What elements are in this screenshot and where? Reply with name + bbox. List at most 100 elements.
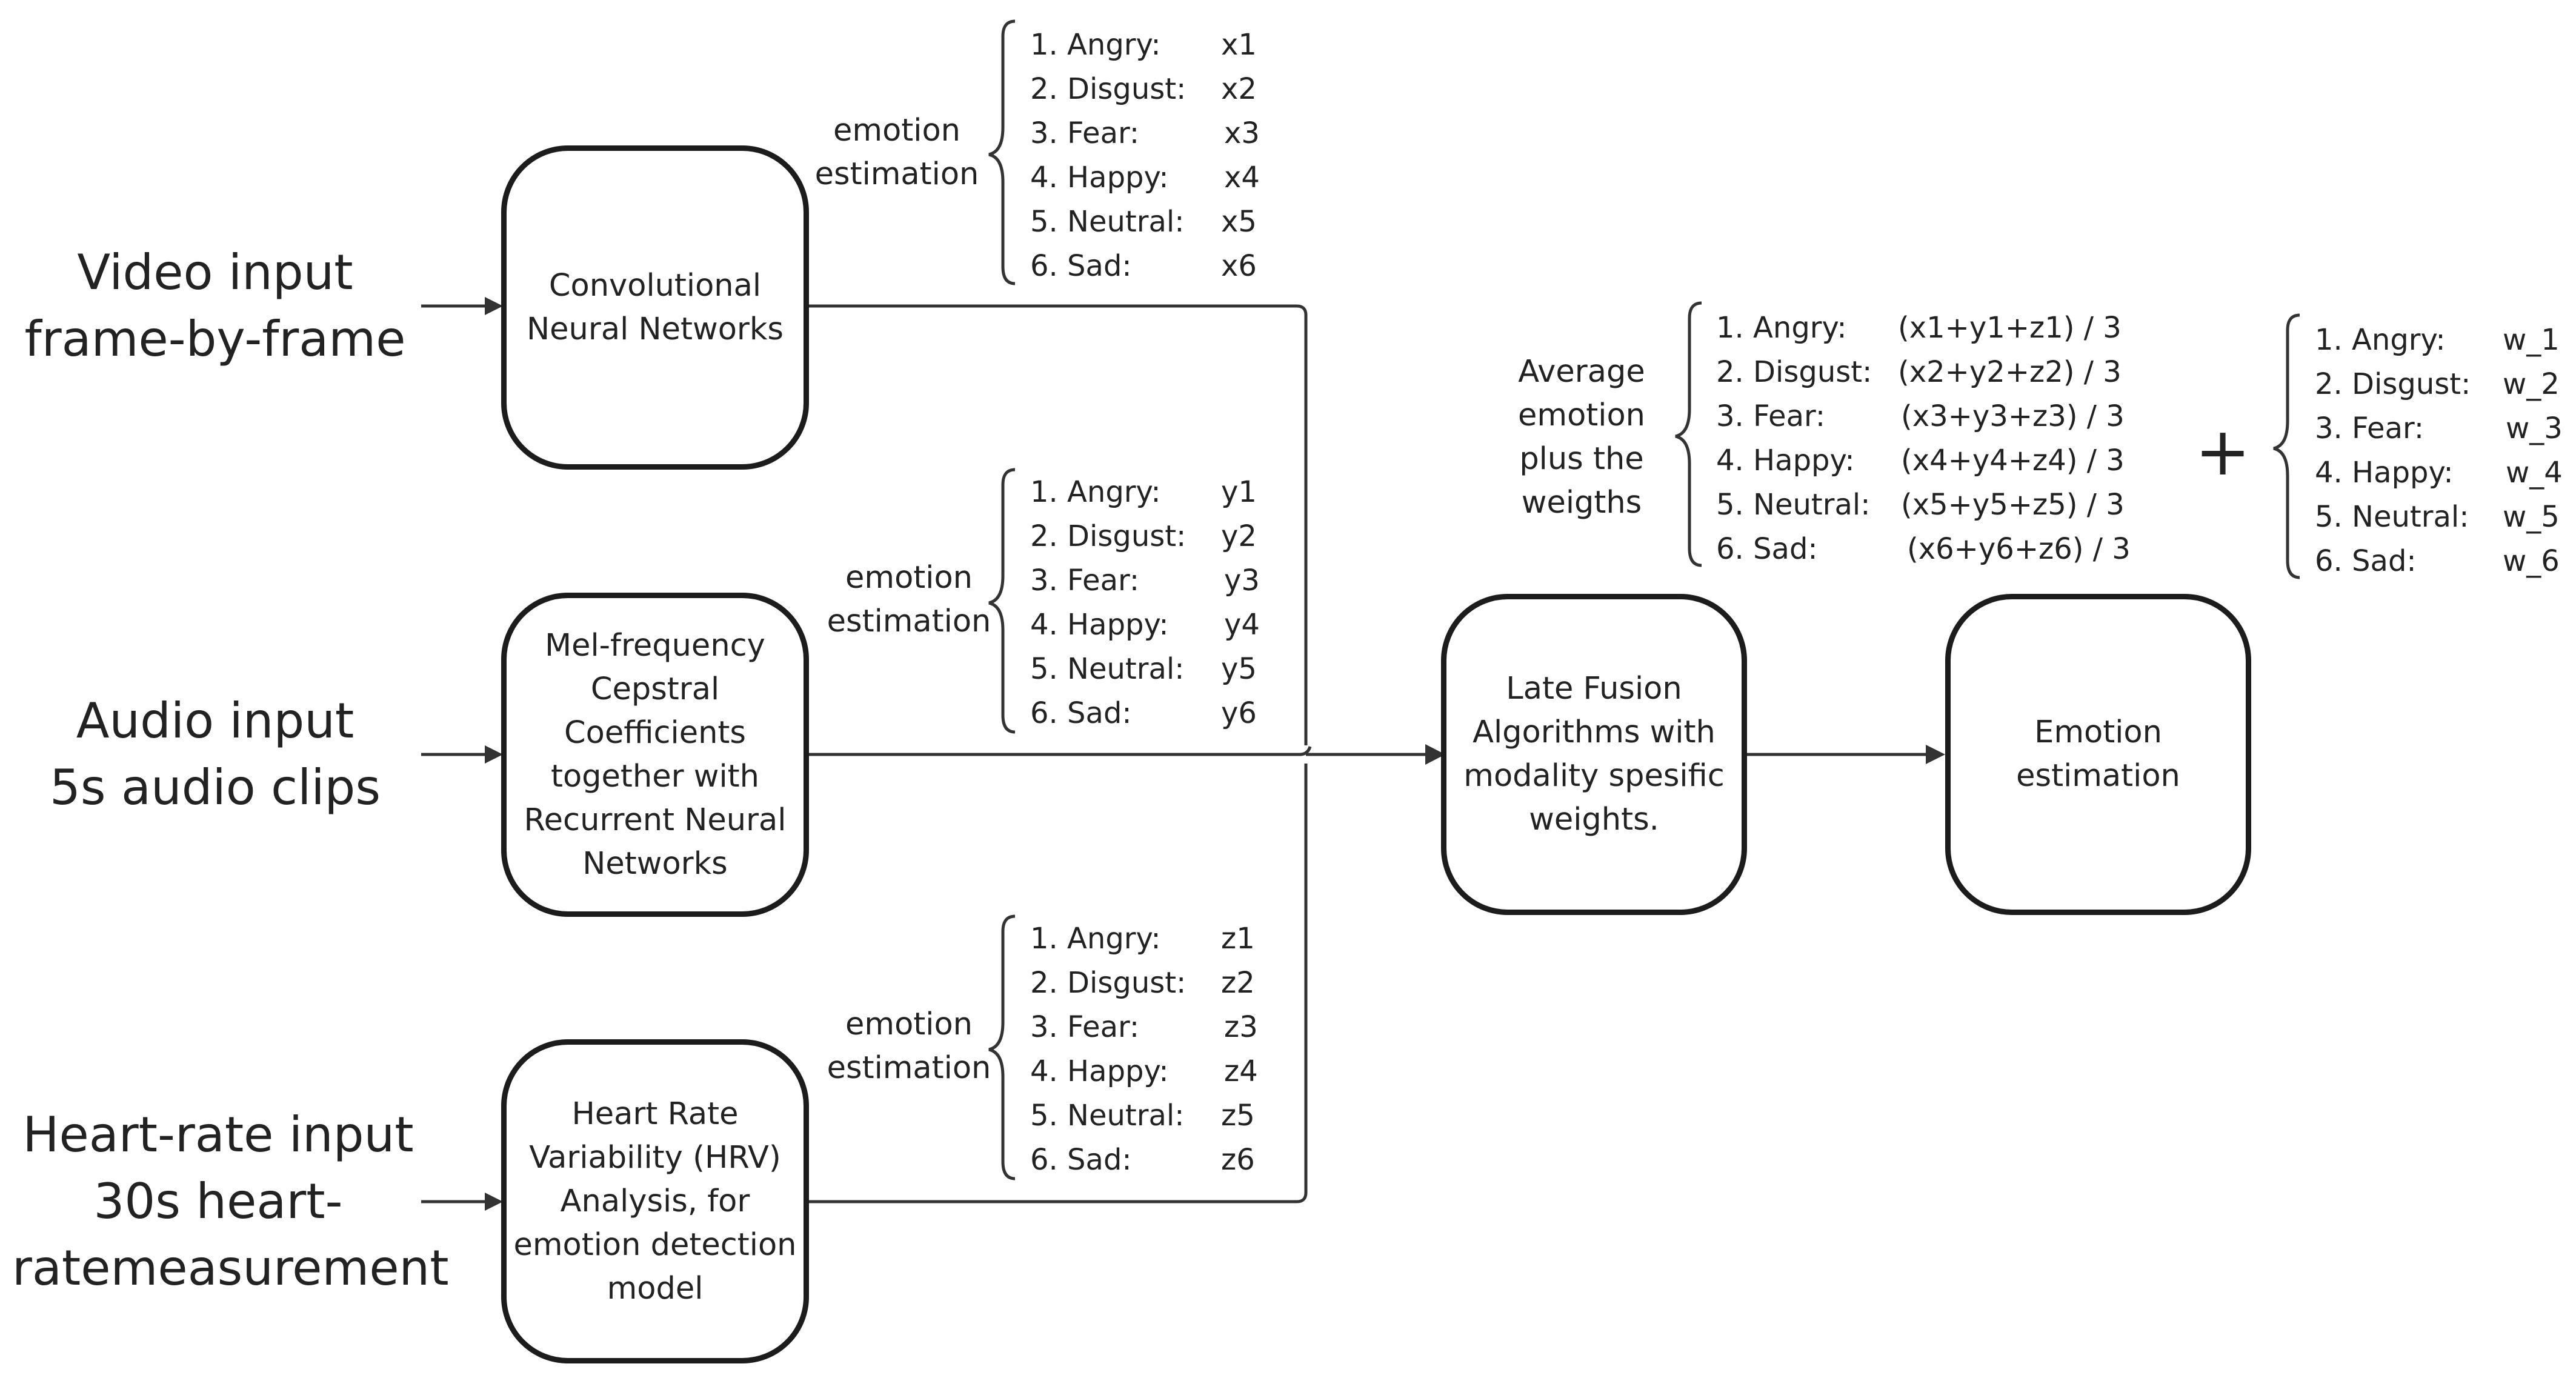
heart-input-detail-1: 30s heart-: [93, 1173, 343, 1230]
list-item: 4. Happy: y4: [1030, 603, 1273, 647]
estimation-word-1: emotion: [833, 113, 960, 148]
list-item: 4. Happy:z4: [1030, 1050, 1273, 1094]
estimation-word-1: emotion: [845, 560, 973, 596]
audio-score: y4: [1224, 608, 1260, 642]
average-brace: [1675, 301, 1702, 567]
emotion-label: 3. Fear:: [1030, 1010, 1140, 1044]
list-item: 2. Disgust: z2: [1030, 961, 1273, 1005]
list-item: 1. Angry: x1: [1030, 23, 1273, 67]
list-item: 4. Happy:w_4: [2315, 451, 2569, 495]
list-item: 5. Neutral:w_5: [2315, 495, 2569, 539]
video-input-detail: frame-by-frame: [24, 311, 406, 367]
list-item: 5. Neutral: (x5+y5+z5) / 3: [1716, 483, 2140, 527]
emotion-label: 5. Neutral:: [1030, 1099, 1185, 1133]
heart-score: z3: [1224, 1010, 1258, 1044]
list-item: 2. Disgust: y2: [1030, 514, 1273, 559]
list-item: 3. Fear:w_3: [2315, 407, 2569, 451]
list-item: 2. Disgust: x2: [1030, 67, 1273, 112]
audio-brace: [988, 468, 1016, 734]
estimation-word-2: estimation: [814, 156, 979, 192]
list-item: 6. Sad:(x6+y6+z6) / 3: [1716, 527, 2140, 571]
emotion-label: 3. Fear:: [1030, 116, 1140, 150]
emotion-label: 1. Angry:: [1716, 311, 1847, 345]
list-item: 5. Neutral: x5: [1030, 200, 1273, 244]
emotion-label: 2. Disgust:: [1030, 72, 1186, 106]
average-formula-list: 1. Angry: (x1+y1+z1) / 3 2. Disgust: (x2+y…: [1716, 306, 2140, 571]
video-score: x2: [1221, 72, 1257, 106]
emotion-label: 5. Neutral:: [1716, 488, 1871, 522]
average-formula: (x5+y5+z5) / 3: [1901, 488, 2125, 522]
weight-value: w_4: [2506, 456, 2563, 490]
plus-sign: +: [2195, 413, 2251, 490]
audio-score: y2: [1221, 519, 1257, 553]
mfcc-model-box: Mel-frequency Cepstral Coefficients toge…: [501, 593, 809, 917]
video-score: x1: [1221, 28, 1257, 62]
emotion-label: 2. Disgust:: [1716, 355, 1872, 389]
average-formula: (x2+y2+z2) / 3: [1898, 355, 2122, 389]
list-item: 6. Sad: x6: [1030, 244, 1273, 288]
emotion-label: 2. Disgust:: [1030, 519, 1186, 553]
emotion-label: 6. Sad:: [1030, 696, 1132, 730]
emotion-label: 4. Happy:: [1716, 444, 1855, 478]
emotion-label: 1. Angry:: [1030, 28, 1161, 62]
weights-list: 1. Angry:w_1 2. Disgust:w_2 3. Fear:w_3 …: [2315, 318, 2569, 584]
heart-score: z1: [1221, 922, 1255, 956]
audio-estimation-label: emotion estimation: [824, 556, 994, 644]
average-word-2: emotion: [1518, 398, 1645, 433]
list-item: 6. Sad:w_6: [2315, 539, 2569, 584]
weight-value: w_2: [2503, 367, 2560, 401]
video-brace: [988, 19, 1016, 285]
audio-score: y1: [1221, 475, 1257, 509]
estimation-word-2: estimation: [827, 604, 991, 639]
average-formula: (x1+y1+z1) / 3: [1898, 311, 2122, 345]
video-score: x5: [1221, 205, 1257, 239]
audio-input-detail: 5s audio clips: [49, 759, 381, 816]
mfcc-output-line: [809, 746, 1436, 756]
emotion-label: 1. Angry:: [2315, 323, 2446, 357]
video-estimation-label: emotion estimation: [812, 109, 982, 196]
list-item: 1. Angry: (x1+y1+z1) / 3: [1716, 306, 2140, 350]
weight-value: w_1: [2503, 323, 2560, 357]
audio-score: y5: [1221, 652, 1257, 686]
heart-score: z2: [1221, 966, 1255, 1000]
emotion-label: 5. Neutral:: [1030, 205, 1185, 239]
list-item: 4. Happy: (x4+y4+z4) / 3: [1716, 439, 2140, 483]
emotion-label: 6. Sad:: [1030, 249, 1132, 283]
heart-score: z5: [1221, 1099, 1255, 1133]
list-item: 1. Angry:z1: [1030, 917, 1273, 961]
list-item: 3. Fear:(x3+y3+z3) / 3: [1716, 394, 2140, 439]
emotion-label: 1. Angry:: [1030, 475, 1161, 509]
audio-input-label: Audio input 5s audio clips: [18, 688, 412, 821]
average-emotion-label: Average emotion plus the weigths: [1509, 350, 1654, 525]
heart-score: z4: [1224, 1054, 1258, 1088]
list-item: 3. Fear: z3: [1030, 1005, 1273, 1050]
heart-estimation-label: emotion estimation: [824, 1003, 994, 1090]
list-item: 1. Angry: y1: [1030, 470, 1273, 514]
estimation-word-1: emotion: [845, 1007, 973, 1042]
video-input-label: Video input frame-by-frame: [18, 239, 412, 373]
emotion-label: 3. Fear:: [2315, 411, 2425, 445]
list-item: 4. Happy:x4: [1030, 156, 1273, 200]
audio-input-title: Audio input: [76, 693, 354, 749]
late-fusion-label: Late Fusion Algorithms with modality spe…: [1463, 671, 1725, 837]
video-score: x6: [1221, 249, 1257, 283]
weights-brace: [2273, 313, 2300, 579]
list-item: 2. Disgust: (x2+y2+z2) / 3: [1716, 350, 2140, 394]
emotion-label: 4. Happy:: [1030, 161, 1169, 195]
average-formula: (x4+y4+z4) / 3: [1901, 444, 2125, 478]
fusion-arrowhead: [1425, 744, 1445, 765]
emotion-label: 6. Sad:: [2315, 544, 2417, 578]
emotion-label: 3. Fear:: [1716, 399, 1826, 433]
cnn-output-line: [809, 304, 1308, 745]
cnn-model-box: Convolutional Neural Networks: [501, 145, 809, 470]
emotion-label: 6. Sad:: [1716, 532, 1818, 566]
list-item: 2. Disgust:w_2: [2315, 362, 2569, 407]
video-score: x3: [1224, 116, 1260, 150]
emotion-label: 3. Fear:: [1030, 564, 1140, 597]
emotion-label: 4. Happy:: [1030, 608, 1169, 642]
emotion-label: 2. Disgust:: [1030, 966, 1186, 1000]
emotion-output-label: Emotion estimation: [2016, 714, 2180, 794]
output-arrowhead: [1926, 745, 1945, 764]
